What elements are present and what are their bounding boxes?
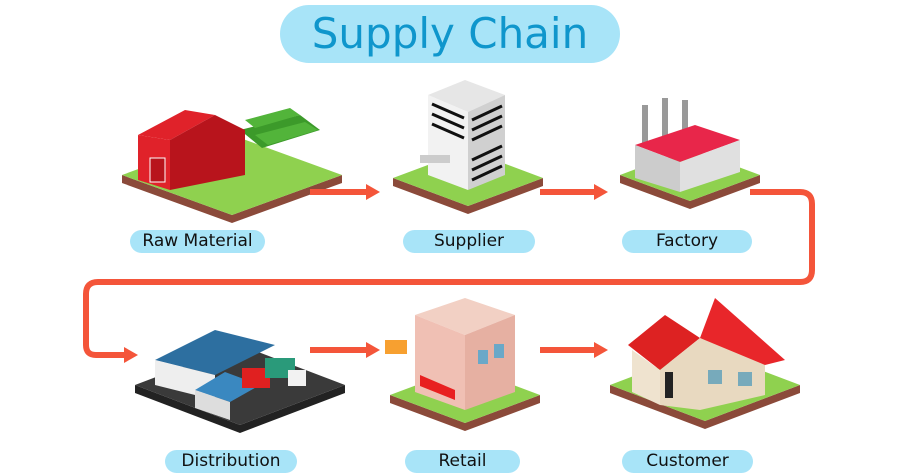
flow-arrows [83, 184, 815, 363]
office-building-icon [420, 80, 505, 190]
arrow-retail-to-customer [540, 342, 608, 358]
warehouse-trucks-icon [155, 330, 306, 420]
arrow-raw-to-supplier [310, 184, 380, 200]
arrow-distribution-to-retail [310, 342, 380, 358]
label-supplier: Supplier [403, 230, 535, 253]
label-raw-material: Raw Material [130, 230, 265, 253]
retail-store-icon [385, 298, 515, 410]
label-customer: Customer [622, 450, 753, 473]
page-title: Supply Chain [280, 5, 620, 63]
label-retail: Retail [405, 450, 520, 473]
arrow-factory-to-distribution [83, 189, 815, 363]
label-distribution: Distribution [165, 450, 297, 473]
house-icon [628, 298, 785, 410]
label-factory: Factory [622, 230, 752, 253]
arrow-supplier-to-factory [540, 184, 608, 200]
factory-icon [635, 98, 740, 192]
barn-field-icon [138, 108, 320, 190]
